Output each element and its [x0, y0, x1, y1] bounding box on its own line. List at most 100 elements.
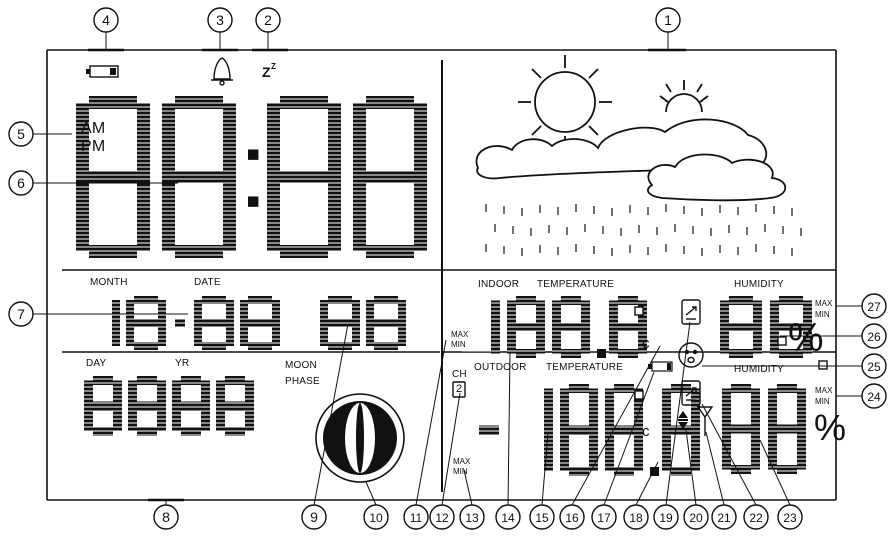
month-label: MONTH — [90, 277, 128, 288]
low-battery-icon — [86, 66, 118, 77]
callout-25: 25 — [862, 354, 886, 378]
callout-number: 22 — [749, 511, 763, 525]
outdoor-humidity-min: MIN — [815, 398, 830, 406]
callout-27: 27 — [862, 294, 886, 318]
small-sun-rays — [660, 80, 708, 102]
callout-7: 7 — [9, 302, 33, 326]
date-separator-digit — [168, 299, 192, 347]
callout-16: 16 — [560, 505, 584, 529]
callout-number: 17 — [597, 511, 611, 525]
callout-24: 24 — [862, 384, 886, 408]
callout-number: 15 — [535, 511, 549, 525]
seconds-digit — [366, 296, 406, 350]
day-digit — [84, 376, 122, 436]
partly-cloudy-sun-icon — [666, 94, 702, 112]
indoor-humidity-max: MAX — [815, 300, 832, 308]
callout-6: 6 — [9, 171, 33, 195]
callout-15: 15 — [530, 505, 554, 529]
callout-1: 1 — [656, 8, 680, 32]
indoor-humidity-digit — [720, 296, 762, 358]
callout-number: 5 — [17, 126, 25, 142]
callout-23: 23 — [778, 505, 802, 529]
callout-22: 22 — [744, 505, 768, 529]
callout-19: 19 — [654, 505, 678, 529]
callout-14: 14 — [496, 505, 520, 529]
callout-10: 10 — [364, 505, 388, 529]
snooze-indicator-small: Z — [271, 62, 276, 71]
callout-number: 14 — [501, 511, 515, 525]
callout-number: 12 — [435, 511, 449, 525]
outdoor-humidity-label: HUMIDITY — [734, 364, 784, 375]
indoor-celsius-unit: c — [642, 336, 650, 351]
day-label: DAY — [86, 358, 106, 369]
callout-17: 17 — [592, 505, 616, 529]
outdoor-humidity-digit — [722, 384, 760, 474]
sun-icon — [535, 72, 595, 132]
callout-26: 26 — [862, 324, 886, 348]
indoor-temperature-digit — [462, 299, 500, 355]
reception-antenna-icon — [698, 407, 712, 436]
callout-number: 16 — [565, 511, 579, 525]
callout-2: 2 — [256, 8, 280, 32]
outdoor-temperature-digit — [560, 384, 598, 476]
callout-number: 3 — [216, 12, 224, 28]
month-digit — [80, 299, 120, 347]
date-digit — [240, 296, 280, 350]
outdoor-celsius-unit: c — [642, 424, 650, 439]
callout-13: 13 — [460, 505, 484, 529]
outdoor-humidity-max: MAX — [815, 387, 832, 395]
callout-number: 2 — [264, 12, 272, 28]
outdoor-temperature-label: TEMPERATURE — [546, 362, 623, 373]
callout-9: 9 — [302, 505, 326, 529]
moon-label: MOON — [285, 360, 317, 371]
outdoor-temperature-digit — [470, 387, 508, 475]
callout-8: 8 — [154, 505, 178, 529]
callout-number: 24 — [867, 390, 881, 404]
indoor-percent-unit: % — [788, 318, 824, 358]
indoor-temp-max: MAX — [451, 331, 468, 339]
indoor-temperature-label: TEMPERATURE — [537, 279, 614, 290]
outdoor-humidity-digit — [768, 384, 806, 474]
outdoor-low-battery-icon — [648, 362, 672, 371]
seconds-digit — [320, 296, 360, 350]
callout-18: 18 — [624, 505, 648, 529]
rain-icon — [486, 204, 801, 256]
callout-leaders — [33, 32, 862, 505]
callout-number: 9 — [310, 509, 318, 525]
callout-5: 5 — [9, 122, 33, 146]
callout-12: 12 — [430, 505, 454, 529]
outdoor-temp-min: MIN — [453, 468, 468, 476]
year-label: YR — [175, 358, 189, 369]
indoor-temperature-decimal-point — [597, 349, 606, 358]
outdoor-percent-unit: % — [814, 410, 846, 446]
callout-number: 1 — [664, 12, 672, 28]
outdoor-temperature-digit — [515, 387, 553, 475]
outdoor-temp-max: MAX — [453, 458, 470, 466]
indoor-temp-min: MIN — [451, 341, 466, 349]
day-digit — [128, 376, 166, 436]
callout-4: 4 — [94, 8, 118, 32]
date-label: DATE — [194, 277, 221, 288]
year-digit — [216, 376, 254, 436]
pm-indicator: PM — [81, 138, 105, 156]
channel-number: 2 — [456, 383, 462, 395]
callout-number: 6 — [17, 175, 25, 191]
callout-number: 25 — [867, 360, 881, 374]
callout-number: 19 — [659, 511, 673, 525]
am-indicator: AM — [81, 120, 105, 138]
callout-number: 27 — [867, 300, 881, 314]
callout-number: 21 — [717, 511, 731, 525]
callout-number: 8 — [162, 509, 170, 525]
year-digit — [172, 376, 210, 436]
clock-colon-lower — [248, 196, 258, 206]
callout-number: 20 — [689, 511, 703, 525]
alarm-bell-icon — [211, 58, 233, 85]
indoor-temperature-digit — [552, 296, 590, 358]
sun-rays — [518, 55, 612, 149]
callout-3: 3 — [208, 8, 232, 32]
callout-20: 20 — [684, 505, 708, 529]
callout-number: 18 — [629, 511, 643, 525]
channel-label: CH — [452, 369, 467, 380]
